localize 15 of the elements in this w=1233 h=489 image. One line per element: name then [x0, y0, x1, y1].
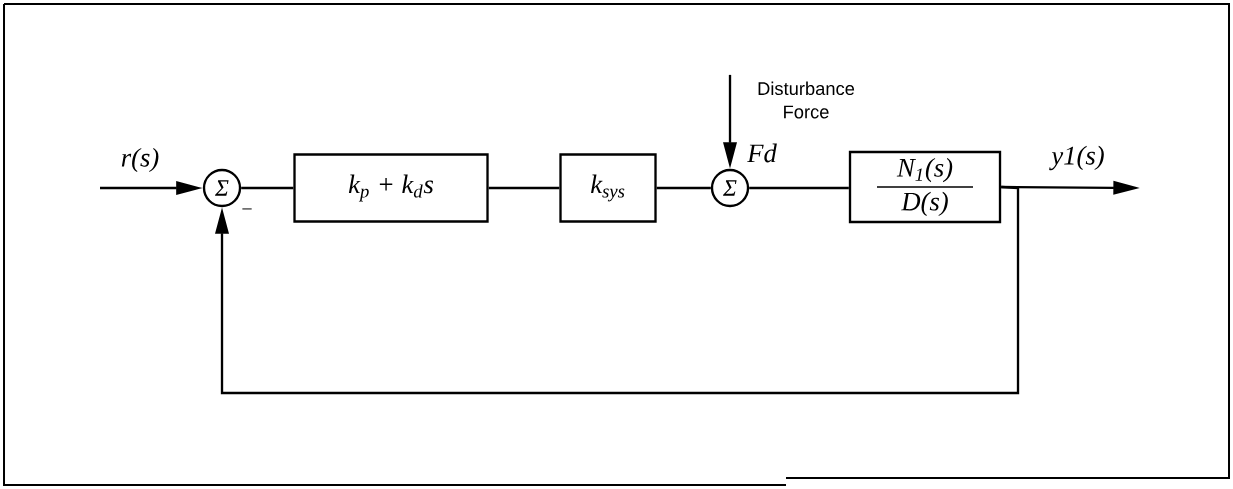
sign-label: −	[242, 208, 252, 210]
arrow	[215, 185, 1020, 395]
summing-junction: Σ	[710, 168, 750, 208]
transfer-function-box: k$_{sys}$	[559, 153, 657, 223]
transfer-function-box: N$_{1}$(s) D(s)	[848, 150, 1002, 224]
signal-line	[656, 186, 711, 190]
summing-junction: Σ	[202, 168, 242, 208]
signal-line	[749, 186, 849, 190]
signal-line	[488, 186, 560, 190]
signal-line	[241, 186, 294, 190]
signal-label: r(s)	[121, 147, 159, 173]
transfer-function-box: k$_{p}$ + k$_{d}$s	[293, 153, 489, 223]
signal-label: y1(s)	[1049, 145, 1104, 171]
signal-label: Fd	[747, 143, 777, 163]
signal-label: Disturbance Force	[758, 81, 855, 119]
